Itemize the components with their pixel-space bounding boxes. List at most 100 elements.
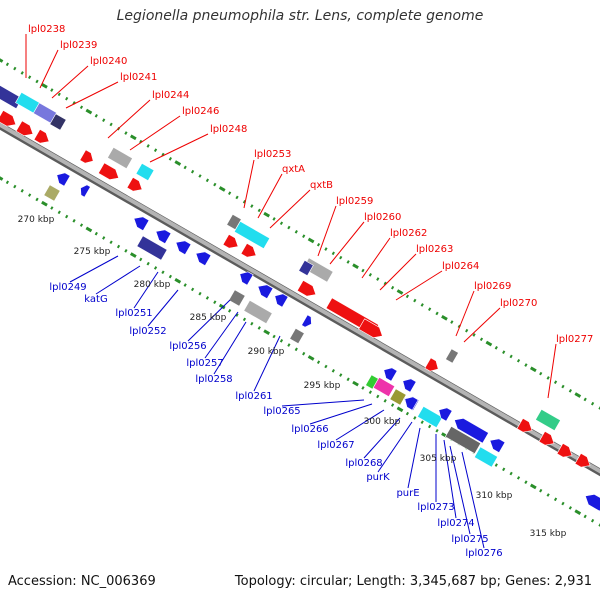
reverse-gene-label: purE (396, 488, 419, 499)
gene-feature (175, 240, 192, 256)
forward-gene-label: lpl0246 (182, 106, 219, 117)
inner-scale-tick (190, 287, 195, 292)
inner-scale-tick (250, 321, 254, 326)
gene-feature (0, 109, 17, 127)
outer-scale-tick (50, 88, 54, 92)
gene-feature (417, 405, 443, 429)
topology-text: Topology: circular; Length: 3,345,687 bp… (234, 574, 592, 589)
gene-feature (15, 120, 34, 137)
reverse-gene-label: lpl0276 (465, 548, 502, 559)
inner-scale-tick (509, 471, 513, 476)
inner-scale-tick (57, 210, 61, 215)
outer-scale-tick (307, 237, 315, 244)
inner-scale-tick (420, 420, 424, 424)
reverse-gene-label: katG (84, 294, 107, 305)
gene-feature (33, 128, 50, 144)
outer-scale-tick (428, 307, 432, 311)
leader-line (547, 343, 557, 399)
outer-scale-tick (5, 62, 10, 67)
leader-line (107, 99, 151, 139)
outer-scale-tick (339, 255, 343, 260)
outer-scale-tick (198, 174, 202, 178)
outer-scale-tick (316, 242, 321, 247)
inner-scale-tick (174, 278, 182, 284)
gene-labels: lpl0238lpl0239lpl0240lpl0241lpl0244lpl02… (18, 24, 594, 559)
outer-scale-tick (146, 144, 150, 148)
outer-scale-tick (250, 204, 254, 208)
inner-scale-tick (390, 403, 395, 407)
leader-line (95, 265, 141, 295)
outer-scale-tick (0, 58, 4, 63)
inner-scale-tick (257, 326, 261, 330)
leader-line (309, 403, 373, 425)
outer-scale-tick (441, 314, 448, 321)
inner-scale-tick (516, 476, 521, 480)
outer-scale-tick (524, 363, 528, 367)
outer-scale-tick (94, 114, 98, 118)
inner-scale-tick (228, 309, 232, 313)
inner-scale-tick (85, 226, 93, 233)
gene-feature (133, 216, 150, 232)
inner-scale-tick (242, 317, 247, 322)
outer-scale-tick (405, 294, 410, 299)
leader-line (213, 321, 247, 375)
reverse-gene-label: lpl0267 (317, 440, 354, 451)
forward-gene-label: lpl0241 (120, 72, 157, 83)
gene-feature (473, 446, 499, 468)
inner-scale-tick (0, 176, 4, 181)
gene-feature (107, 146, 133, 170)
inner-scale-tick (294, 347, 298, 352)
leader-line (443, 439, 457, 519)
reverse-gene-label: purK (366, 472, 390, 483)
outer-scale-tick (235, 195, 239, 200)
backbone-highlight (0, 122, 600, 474)
inner-scale-tick (124, 249, 128, 253)
forward-gene-label: lpl0277 (556, 334, 593, 345)
forward-gene-label: lpl0264 (442, 261, 479, 272)
gene-feature (301, 314, 312, 328)
outer-scale-tick (376, 277, 380, 281)
outer-scale-tick (28, 75, 32, 79)
genome-backbone (0, 121, 600, 477)
gene-feature (454, 417, 489, 444)
outer-scale-tick (41, 82, 48, 89)
inner-scale-tick (494, 463, 498, 467)
gene-feature (49, 113, 67, 131)
outer-scale-tick (390, 285, 395, 290)
inner-scale-tick (272, 334, 276, 339)
outer-scale-tick (590, 401, 595, 406)
inner-scale-tick (383, 398, 387, 403)
scale-label: 300 kbp (364, 417, 401, 427)
outer-scale-tick (124, 131, 128, 135)
scale-label: 295 kbp (304, 381, 341, 391)
inner-scale-tick (316, 360, 321, 365)
outer-scale-tick (190, 169, 195, 174)
outer-scale-tick (502, 350, 506, 354)
gene-feature (233, 220, 271, 250)
reverse-gene-label: lpl0275 (451, 534, 488, 545)
leader-line (39, 49, 59, 89)
forward-gene-label: lpl0244 (152, 90, 189, 101)
inner-scale-tick (598, 523, 600, 527)
forward-gene-label: lpl0260 (364, 212, 401, 223)
gene-feature (538, 430, 555, 446)
inner-scale-tick (302, 351, 306, 356)
accession-text: Accession: NC_006369 (8, 574, 156, 589)
outer-scale-tick (57, 92, 61, 97)
outer-scale-tick (435, 311, 439, 316)
leader-line (335, 409, 385, 441)
inner-scale-tick (116, 244, 121, 249)
scale-label: 275 kbp (74, 247, 111, 257)
leader-line (204, 311, 239, 359)
inner-scale-tick (28, 193, 32, 197)
outer-scale-tick (583, 397, 587, 402)
inner-scale-tick (183, 283, 187, 287)
leader-line (463, 307, 501, 343)
leader-line (395, 270, 443, 301)
inner-scale-tick (72, 219, 76, 223)
scale-label: 305 kbp (420, 454, 457, 464)
gene-feature (372, 376, 396, 398)
inner-scale-tick (218, 303, 226, 310)
forward-gene-label: lpl0269 (474, 281, 511, 292)
gene-feature (135, 162, 155, 182)
